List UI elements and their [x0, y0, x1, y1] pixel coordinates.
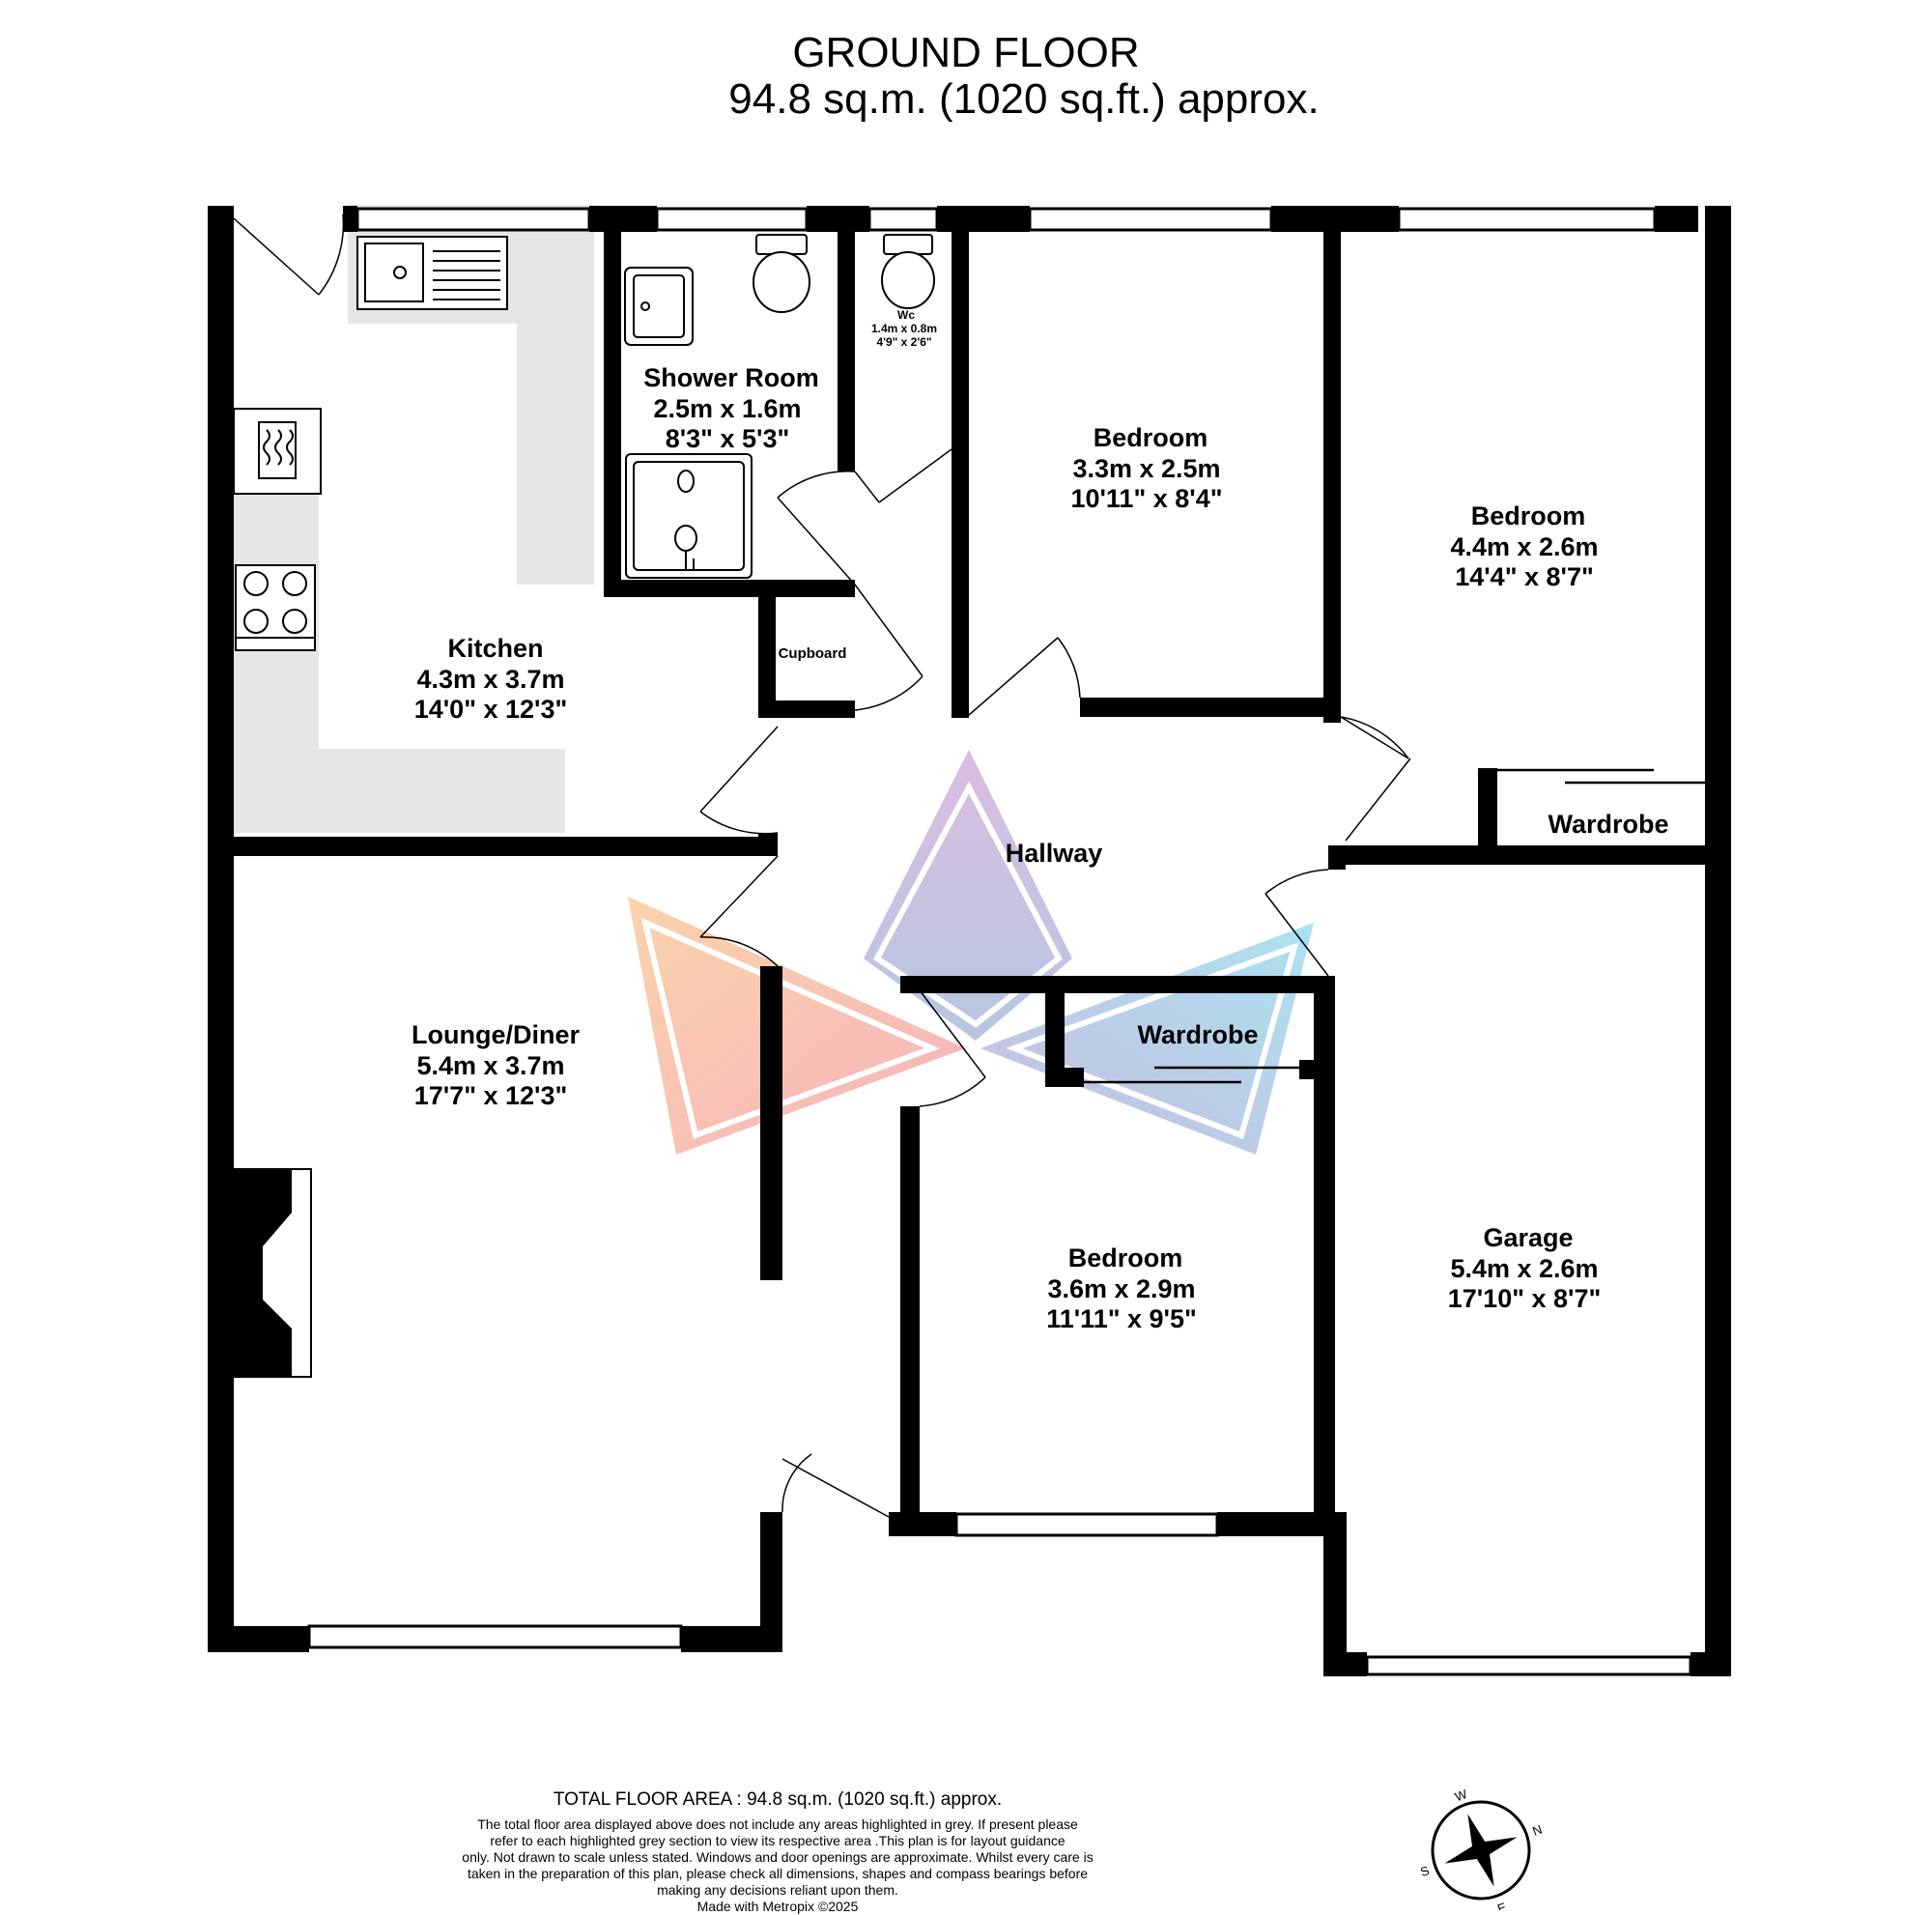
bedroom-2-metric: 4.4m x 2.6m — [1450, 532, 1598, 561]
wardrobe-1-name: Wardrobe — [1548, 810, 1668, 839]
footer-credit: Made with Metropix ©2025 — [696, 1899, 859, 1914]
bedroom-3-imperial: 11'11" x 9'5" — [1046, 1304, 1197, 1333]
bedroom-1-metric: 3.3m x 2.5m — [1072, 454, 1220, 483]
kitchen-worktop-area — [234, 205, 594, 833]
wc-imperial: 4'9" x 2'6" — [876, 335, 931, 349]
kitchen-sink — [356, 236, 508, 310]
shower-room-imperial: 8'3" x 5'3" — [666, 424, 790, 453]
lounge-name: Lounge/Diner — [412, 1020, 580, 1049]
wardrobe-rails — [1084, 768, 1705, 1084]
shower-room-metric: 2.5m x 1.6m — [653, 394, 801, 423]
kitchen-name: Kitchen — [447, 634, 543, 663]
shower-room-name: Shower Room — [643, 363, 819, 392]
compass-icon: W N E S — [1418, 1786, 1544, 1910]
wc-name: Wc — [897, 308, 915, 322]
footer-total: TOTAL FLOOR AREA : 94.8 sq.m. (1020 sq.f… — [553, 1789, 1003, 1810]
compass-w: W — [1453, 1786, 1469, 1805]
compass-e: E — [1495, 1900, 1509, 1910]
hob — [235, 564, 316, 651]
toilet-wc — [881, 234, 935, 309]
bedroom-1-name: Bedroom — [1094, 423, 1208, 452]
floor-area: 94.8 sq.m. (1020 sq.ft.) approx. — [728, 75, 1320, 123]
watermark-logo — [628, 750, 1314, 1155]
hallway-name: Hallway — [1006, 839, 1103, 868]
door-swings — [233, 214, 1411, 1518]
wc-metric: 1.4m x 0.8m — [871, 322, 937, 335]
compass-s: S — [1418, 1863, 1432, 1879]
bedroom-1-imperial: 10'11" x 8'4" — [1070, 484, 1222, 513]
floor-name: GROUND FLOOR — [792, 29, 1140, 76]
wardrobe-2-name: Wardrobe — [1137, 1020, 1258, 1049]
cupboard-name: Cupboard — [779, 645, 847, 662]
shower-basin — [624, 267, 694, 346]
fireplace — [233, 1168, 312, 1378]
compass-n: N — [1530, 1822, 1544, 1839]
lounge-metric: 5.4m x 3.7m — [416, 1051, 564, 1080]
footer-note-line: The total floor area displayed above doe… — [477, 1816, 1078, 1832]
footer-note-line: making any decisions reliant upon them. — [657, 1882, 898, 1898]
garage-imperial: 17'10" x 8'7" — [1448, 1284, 1602, 1313]
shower-tray — [625, 453, 753, 579]
footer-note-line: taken in the preparation of this plan, p… — [467, 1866, 1089, 1881]
bedroom-3-metric: 3.6m x 2.9m — [1047, 1274, 1195, 1303]
walls — [208, 206, 1731, 1676]
garage-metric: 5.4m x 2.6m — [1450, 1254, 1598, 1283]
bedroom-2-imperial: 14'4" x 8'7" — [1455, 562, 1594, 591]
footer-note-line: only. Not drawn to scale unless stated. … — [462, 1849, 1094, 1865]
toilet-shower-room — [753, 234, 810, 313]
microwave — [233, 408, 322, 495]
bedroom-2-name: Bedroom — [1471, 501, 1586, 530]
footer-note-line: refer to each highlighted grey section t… — [490, 1833, 1065, 1848]
garage-name: Garage — [1483, 1223, 1573, 1252]
kitchen-metric: 4.3m x 3.7m — [416, 665, 564, 694]
bedroom-3-name: Bedroom — [1068, 1243, 1183, 1272]
kitchen-imperial: 14'0" x 12'3" — [414, 695, 568, 724]
lounge-imperial: 17'7" x 12'3" — [414, 1081, 568, 1110]
room-labels: Kitchen 4.3m x 3.7m 14'0" x 12'3" Shower… — [412, 308, 1669, 1333]
footer: TOTAL FLOOR AREA : 94.8 sq.m. (1020 sq.f… — [367, 1789, 1188, 1915]
